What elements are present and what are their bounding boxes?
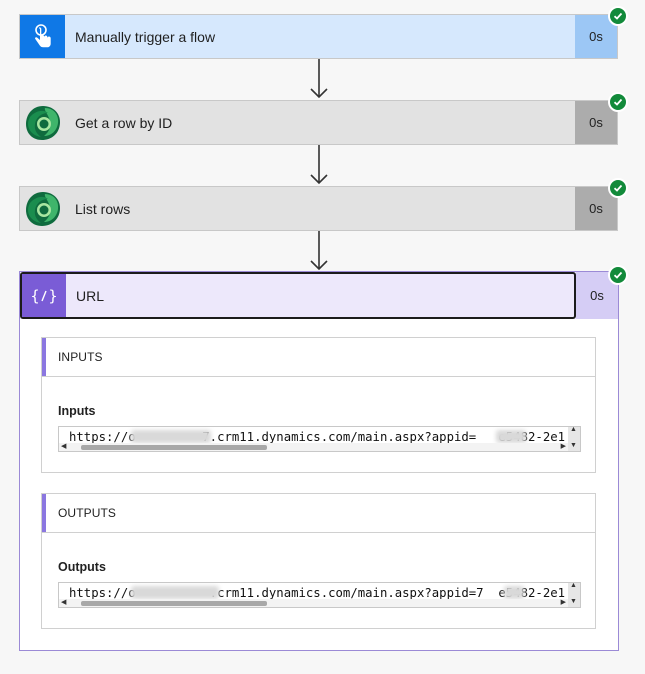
inputs-label: Inputs <box>58 404 96 418</box>
horizontal-scrollbar[interactable]: ◀ ▶ <box>59 599 580 607</box>
connector-arrow-icon <box>310 59 328 99</box>
step-get-a-row-by-id[interactable]: Get a row by ID 0s <box>19 100 618 145</box>
vertical-scrollbar[interactable]: ▲ ▼ <box>568 426 580 451</box>
scroll-up-icon[interactable]: ▲ <box>570 582 577 589</box>
step-title: Get a row by ID <box>75 114 173 131</box>
inputs-panel: INPUTS Inputs https://o 7.crm11.dynamics… <box>41 337 596 473</box>
variable-expression-icon: { } <box>22 274 66 317</box>
step-title: List rows <box>75 200 131 217</box>
step-title: Manually trigger a flow <box>75 28 216 45</box>
step-title: URL <box>76 287 105 304</box>
scroll-down-icon[interactable]: ▼ <box>570 442 577 449</box>
success-check-icon <box>608 265 628 285</box>
step-url-header[interactable]: { } URL 0s <box>20 272 618 319</box>
horizontal-scrollbar[interactable]: ◀ ▶ <box>59 443 580 451</box>
success-check-icon <box>608 178 628 198</box>
success-check-icon <box>608 92 628 112</box>
dataverse-icon <box>20 187 65 230</box>
scroll-right-icon[interactable]: ▶ <box>560 599 566 606</box>
dataverse-icon <box>20 101 65 144</box>
outputs-value-field[interactable]: https://o .crm11.dynamics.com/main.aspx?… <box>58 582 581 608</box>
step-url-expanded: { } URL 0s INPUTS Inputs https://o 7.crm… <box>19 271 619 651</box>
connector-arrow-icon <box>310 145 328 185</box>
scrollbar-thumb[interactable] <box>81 601 267 606</box>
outputs-header: OUTPUTS <box>42 494 595 533</box>
redaction-blur <box>131 586 219 599</box>
scroll-right-icon[interactable]: ▶ <box>560 443 566 450</box>
vertical-scrollbar[interactable]: ▲ ▼ <box>568 582 580 607</box>
step-manually-trigger[interactable]: Manually trigger a flow 0s <box>19 14 618 59</box>
scrollbar-thumb[interactable] <box>81 445 267 450</box>
touch-icon <box>20 15 65 58</box>
scroll-left-icon[interactable]: ◀ <box>61 443 67 450</box>
outputs-panel: OUTPUTS Outputs https://o .crm11.dynamic… <box>41 493 596 629</box>
inputs-value-field[interactable]: https://o 7.crm11.dynamics.com/main.aspx… <box>58 426 581 452</box>
scroll-left-icon[interactable]: ◀ <box>61 599 67 606</box>
inputs-header: INPUTS <box>42 338 595 377</box>
step-list-rows[interactable]: List rows 0s <box>19 186 618 231</box>
step-url-title-bar[interactable]: { } URL <box>20 272 576 319</box>
step-duration: 0s <box>575 15 617 58</box>
connector-arrow-icon <box>310 231 328 271</box>
outputs-label: Outputs <box>58 560 106 574</box>
redaction-blur <box>504 586 524 599</box>
success-check-icon <box>608 6 628 26</box>
redaction-blur <box>496 430 526 443</box>
scroll-down-icon[interactable]: ▼ <box>570 598 577 605</box>
scroll-up-icon[interactable]: ▲ <box>570 426 577 433</box>
redaction-blur <box>131 430 211 443</box>
